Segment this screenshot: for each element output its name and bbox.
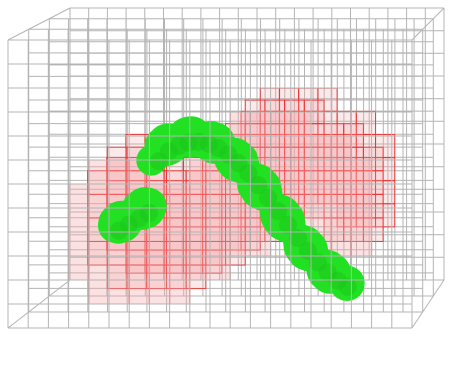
- occupied-cell: [88, 255, 110, 281]
- occupied-cell: [128, 255, 150, 281]
- grid-depth-edge: [7, 7, 71, 41]
- occupied-cell: [330, 183, 352, 209]
- occupied-cell: [189, 159, 211, 185]
- occupied-cell: [88, 183, 110, 209]
- occupied-cell: [68, 231, 90, 257]
- occupied-cell: [209, 231, 231, 257]
- occupied-cell: [249, 111, 272, 137]
- occupied-cell: [128, 279, 150, 305]
- occupied-cell: [108, 159, 130, 185]
- occupied-cell: [350, 207, 373, 233]
- occupied-cell: [290, 159, 312, 185]
- occupied-cell: [88, 279, 110, 305]
- occupied-cell: [209, 255, 231, 281]
- occupied-cell: [148, 231, 171, 257]
- blob-shade: [279, 215, 297, 234]
- occupied-cell: [330, 135, 352, 161]
- blob-shade: [259, 188, 278, 207]
- occupied-cell: [350, 231, 373, 257]
- occupied-cell: [209, 207, 231, 233]
- occupied-cell: [148, 255, 171, 281]
- occupied-cell: [169, 231, 191, 257]
- occupied-cell: [270, 135, 292, 161]
- occupied-cell: [108, 255, 130, 281]
- occupied-cell: [68, 255, 90, 281]
- grid-layer-front: [7, 39, 413, 329]
- occupied-cell: [189, 207, 211, 233]
- blob-shade: [239, 164, 258, 183]
- occupied-cell: [68, 207, 90, 233]
- grid-depth-edge: [411, 279, 445, 329]
- blob-shade: [338, 277, 357, 296]
- occupied-cell: [362, 217, 384, 242]
- occupied-cell: [350, 183, 373, 209]
- occupied-cell: [330, 159, 352, 185]
- occupied-cell: [169, 207, 191, 233]
- occupied-cell: [310, 159, 332, 185]
- occupied-cell: [209, 183, 231, 209]
- occupied-cell: [169, 255, 191, 281]
- occupied-cell: [88, 159, 110, 185]
- blob-shade: [269, 202, 288, 221]
- occupied-cell: [148, 279, 171, 305]
- occupied-cell: [68, 183, 90, 209]
- occupied-cell: [229, 111, 251, 137]
- occupied-cell: [189, 255, 211, 281]
- occupied-cell: [185, 264, 207, 290]
- blob-shade: [249, 176, 268, 195]
- occupied-cell: [290, 135, 312, 161]
- occupied-cell: [375, 203, 396, 228]
- occupied-cell: [229, 207, 251, 233]
- blob-shade: [289, 229, 307, 248]
- grid-depth-edge: [411, 7, 445, 41]
- occupied-cell: [169, 183, 191, 209]
- occupied-cell: [310, 135, 332, 161]
- occupied-cell: [310, 183, 332, 209]
- occupied-cell: [108, 279, 130, 305]
- occupied-cell: [229, 231, 251, 257]
- occupied-cell: [350, 159, 373, 185]
- foreground-voxel-grid: [7, 39, 413, 329]
- occupied-cell: [270, 111, 292, 137]
- occupied-cell: [189, 183, 211, 209]
- occupied-cell: [330, 207, 352, 233]
- blob-shade: [139, 204, 158, 222]
- occupied-cell: [189, 231, 211, 257]
- occupied-cell: [169, 279, 191, 305]
- occupied-cell: [290, 111, 312, 137]
- occupied-cell: [249, 231, 272, 257]
